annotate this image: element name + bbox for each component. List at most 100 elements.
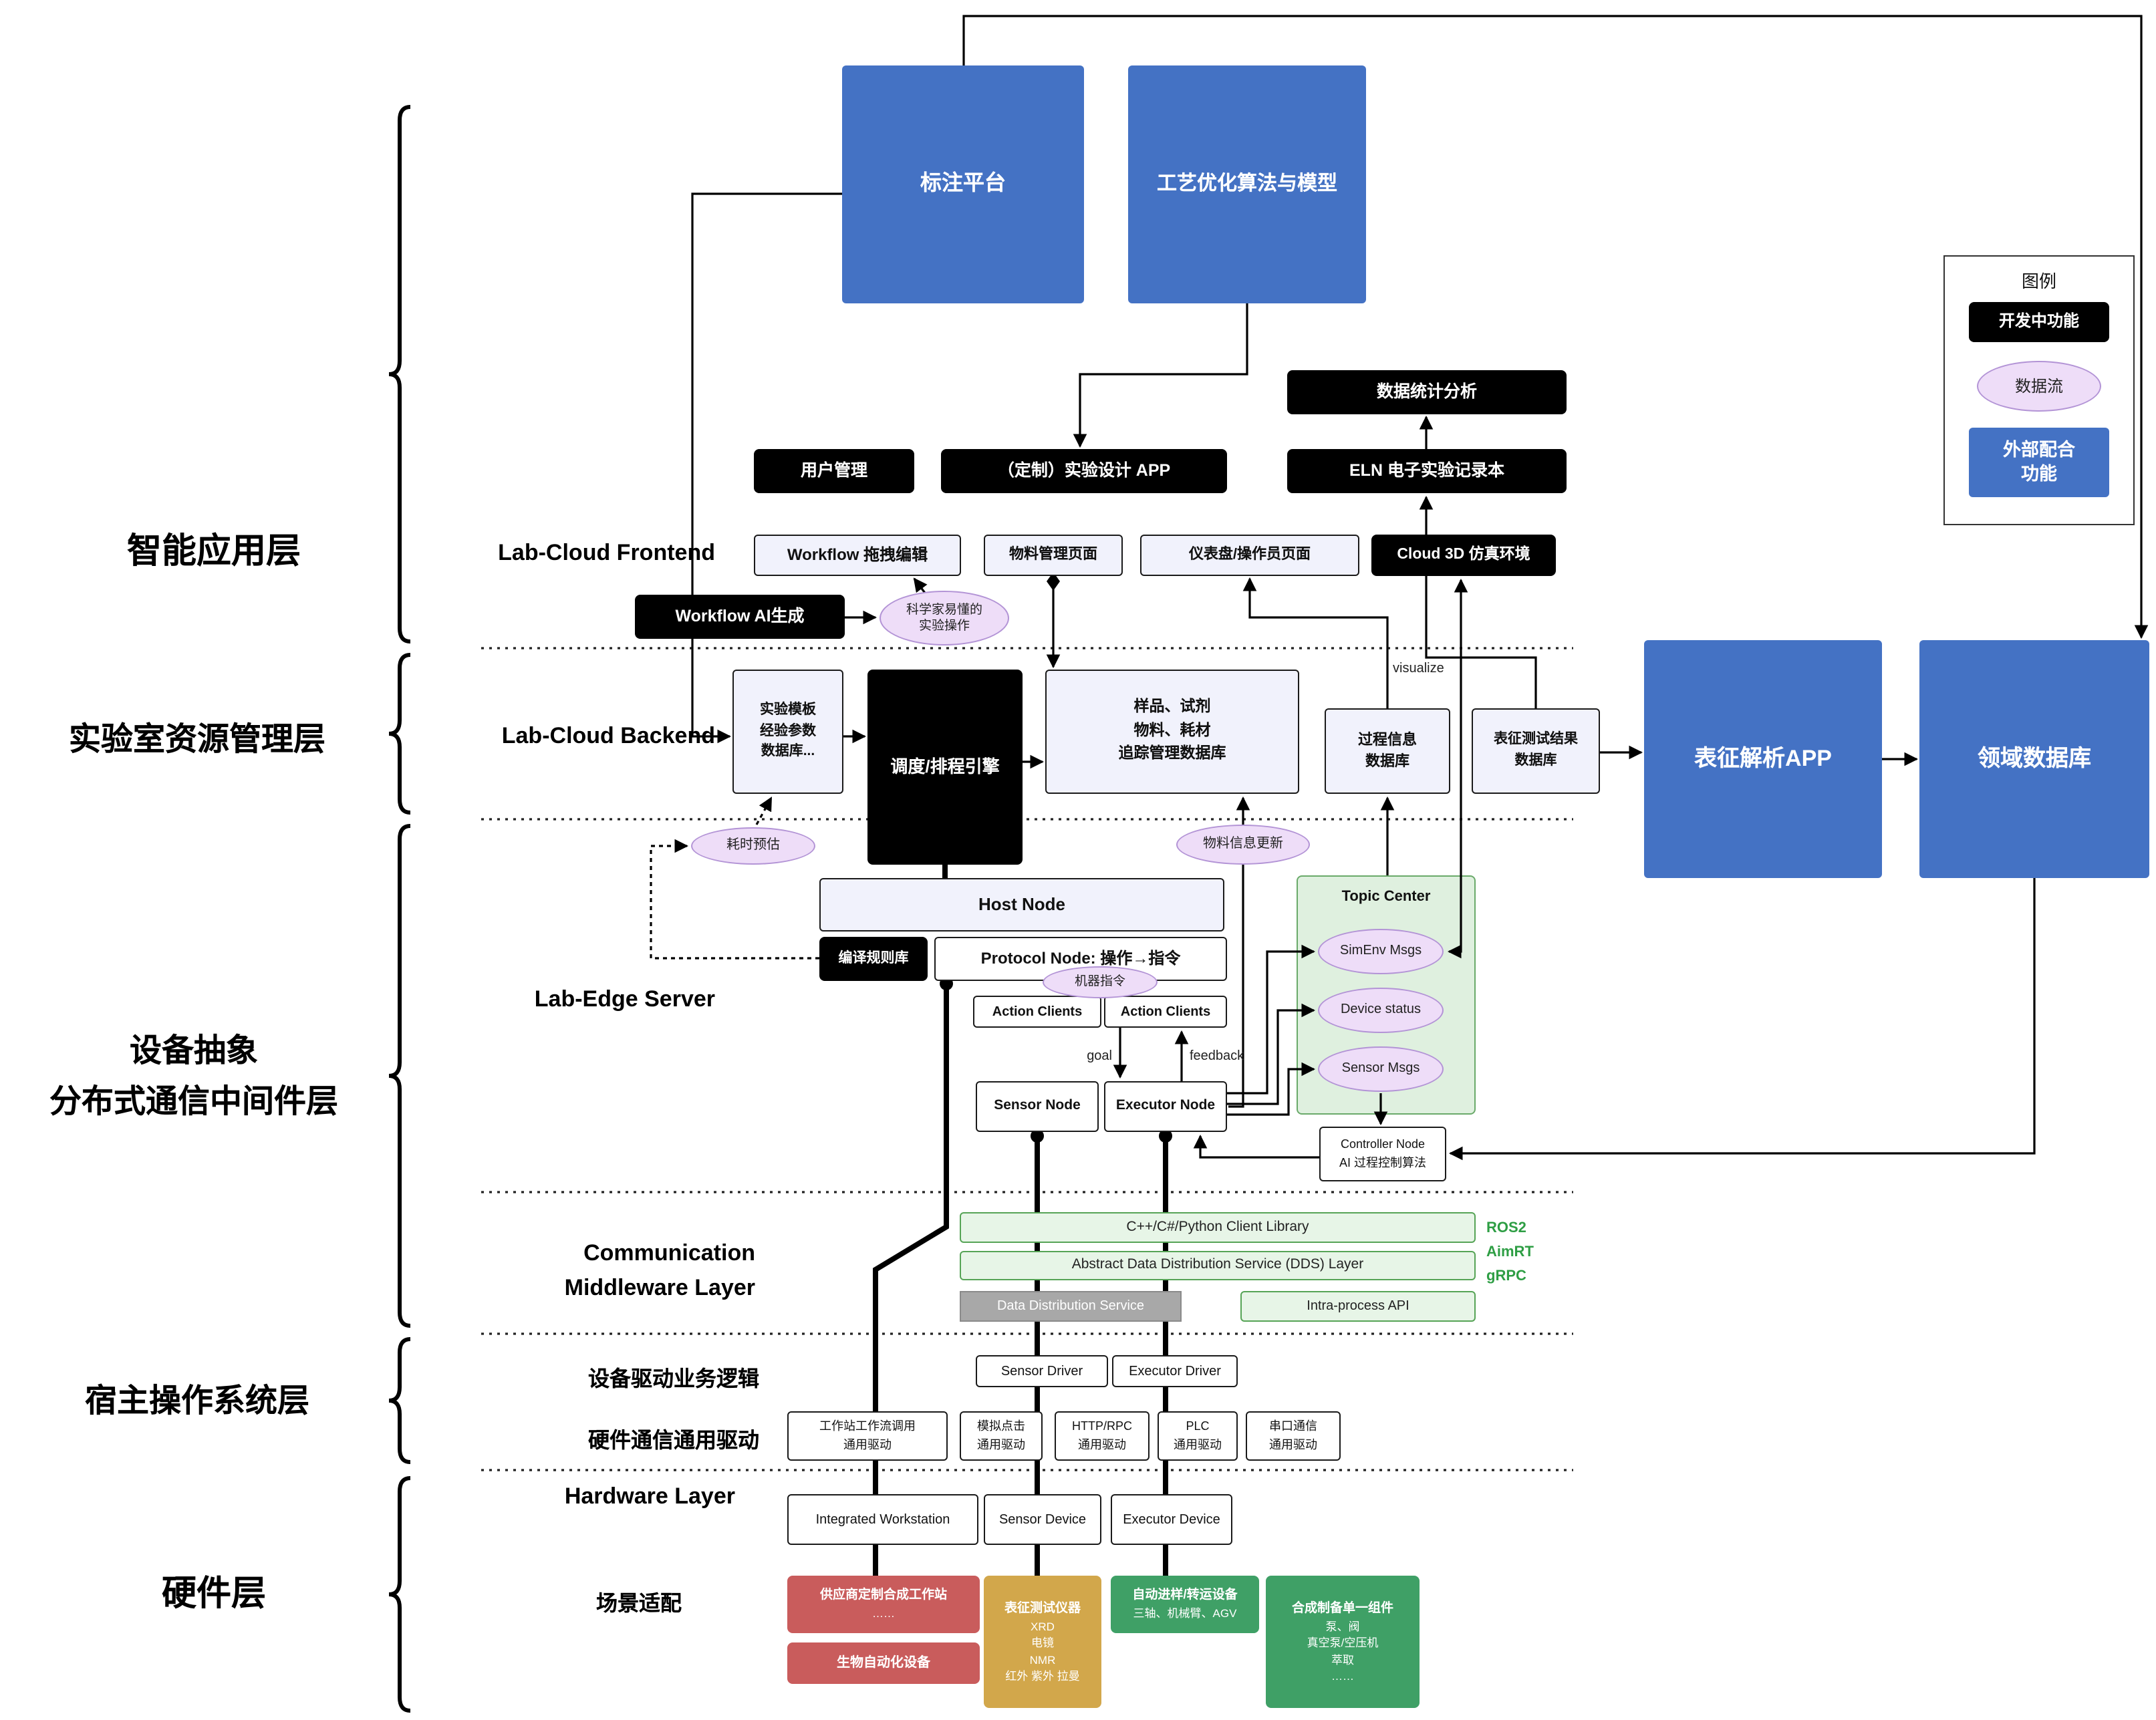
synth-item-pump: 泵、阀 <box>1325 1620 1360 1633</box>
scheduler-box: 调度/排程引擎 <box>867 670 1023 865</box>
sample-db-line2: 物料、耗材 <box>1133 722 1211 739</box>
section-label-comm-line1: Communication <box>583 1240 755 1266</box>
domain-db-box: 领域数据库 <box>1919 640 2149 878</box>
section-label-hardware: Hardware Layer <box>564 1483 735 1509</box>
vendor-workstation-sub: …… <box>872 1606 895 1620</box>
intra-api-box: Intra-process API <box>1240 1291 1476 1322</box>
scheduler-label: 调度/排程引擎 <box>890 756 1000 776</box>
scientist-ops-line2: 实验操作 <box>918 618 970 633</box>
legend-dataflow-label: 数据流 <box>2014 376 2063 395</box>
grpc-label: gRPC <box>1486 1268 1526 1284</box>
executor-driver-box: Executor Driver <box>1112 1355 1238 1387</box>
user-mgmt-box: 用户管理 <box>754 449 914 493</box>
legend-external-line1: 外部配合 <box>2003 440 2075 460</box>
plc-driver-box: PLC 通用驱动 <box>1158 1411 1238 1461</box>
transfer-device-box: 自动进样/转运设备 三轴、机械臂、AGV <box>1111 1576 1259 1633</box>
charact-instrument-box: 表征测试仪器 XRD 电镜 NMR 红外 紫外 拉曼 <box>984 1576 1101 1708</box>
custom-app-label: （定制）实验设计 APP <box>997 461 1171 480</box>
synth-item-more: …… <box>1331 1669 1354 1683</box>
dds-layer-label: Abstract Data Distribution Service (DDS)… <box>1071 1256 1364 1273</box>
vendor-workstation-title: 供应商定制合成工作站 <box>819 1588 947 1603</box>
domain-db-label: 领域数据库 <box>1978 745 2091 771</box>
legend-developing-label: 开发中功能 <box>1998 311 2079 331</box>
cloud3d-label: Cloud 3D 仿真环境 <box>1397 547 1530 563</box>
topic-center-title: Topic Center <box>1341 889 1431 905</box>
time-estimate-ellipse: 耗时预估 <box>691 827 815 865</box>
charact-db-line1: 表征测试结果 <box>1494 731 1578 748</box>
layer-label-app: 智能应用层 <box>126 531 301 571</box>
legend-title: 图例 <box>2021 271 2056 291</box>
material-update-label: 物料信息更新 <box>1203 836 1283 851</box>
workflow-edit-label: Workflow 拖拽编辑 <box>787 545 928 564</box>
template-db-line3: 数据库... <box>761 743 815 760</box>
legend-developing-box: 开发中功能 <box>1969 302 2109 342</box>
layer-label-resource: 实验室资源管理层 <box>69 722 325 758</box>
workstation-driver-line1: 工作站工作流调用 <box>819 1419 916 1433</box>
dds-label: Data Distribution Service <box>996 1299 1145 1314</box>
brace-middleware-layer <box>388 824 411 1328</box>
simenv-msgs-label: SimEnv Msgs <box>1339 943 1422 958</box>
click-driver-box: 模拟点击 通用驱动 <box>960 1411 1043 1461</box>
http-driver-line1: HTTP/RPC <box>1072 1419 1132 1433</box>
goal-label: goal <box>1087 1049 1112 1064</box>
process-db-box: 过程信息 数据库 <box>1325 708 1450 794</box>
sensor-node-box: Sensor Node <box>976 1081 1099 1132</box>
serial-driver-box: 串口通信 通用驱动 <box>1246 1411 1341 1461</box>
compile-rules-label: 编译规则库 <box>838 950 909 966</box>
template-db-line1: 实验模板 <box>760 701 816 718</box>
dashboard-page-box: 仪表盘/操作员页面 <box>1140 535 1359 576</box>
brace-hardware-layer <box>388 1476 411 1713</box>
process-db-line2: 数据库 <box>1365 754 1409 770</box>
serial-driver-line2: 通用驱动 <box>1268 1437 1317 1451</box>
vendor-workstation-box: 供应商定制合成工作站 …… <box>787 1576 980 1633</box>
executor-device-label: Executor Device <box>1123 1512 1220 1527</box>
time-estimate-label: 耗时预估 <box>726 837 780 853</box>
cloud3d-box: Cloud 3D 仿真环境 <box>1371 535 1556 576</box>
client-lib-box: C++/C#/Python Client Library <box>960 1212 1476 1243</box>
annotation-platform-label: 标注平台 <box>920 172 1006 195</box>
charact-item-xrd: XRD <box>1031 1620 1055 1633</box>
synth-item-vacuum: 真空泵/空压机 <box>1307 1636 1379 1650</box>
custom-app-box: （定制）实验设计 APP <box>941 449 1227 493</box>
workstation-driver-line2: 通用驱动 <box>843 1437 892 1451</box>
synth-item-extract: 萃取 <box>1331 1653 1354 1667</box>
section-label-edge: Lab-Edge Server <box>534 986 715 1012</box>
sensor-device-label: Sensor Device <box>998 1512 1087 1527</box>
process-optimization-box: 工艺优化算法与模型 <box>1128 65 1366 303</box>
sensor-driver-box: Sensor Driver <box>976 1355 1108 1387</box>
action-clients-left-label: Action Clients <box>992 1004 1083 1019</box>
charact-instrument-title: 表征测试仪器 <box>1004 1600 1081 1616</box>
charact-item-nmr: NMR <box>1029 1653 1056 1667</box>
click-driver-line1: 模拟点击 <box>976 1419 1025 1433</box>
charact-app-box: 表征解析APP <box>1644 640 1882 878</box>
controller-node-line2: AI 过程控制算法 <box>1339 1155 1426 1169</box>
bio-auto-label: 生物自动化设备 <box>837 1656 930 1671</box>
legend-external-line2: 功能 <box>2021 464 2057 484</box>
http-driver-box: HTTP/RPC 通用驱动 <box>1055 1411 1150 1461</box>
material-page-label: 物料管理页面 <box>1009 547 1097 563</box>
section-label-scenario: 场景适配 <box>595 1593 682 1616</box>
section-label-comm: Communication Middleware Layer <box>454 1236 755 1306</box>
sample-db-line3: 追踪管理数据库 <box>1118 746 1226 762</box>
layer-label-middleware: 设备抽象 分布式通信中间件层 <box>13 1026 374 1129</box>
visualize-label: visualize <box>1393 662 1444 676</box>
template-db-line2: 经验参数 <box>760 722 816 739</box>
client-lib-label: C++/C#/Python Client Library <box>1126 1218 1309 1235</box>
charact-db-line2: 数据库 <box>1514 752 1557 768</box>
serial-driver-line1: 串口通信 <box>1268 1419 1317 1433</box>
device-status-label: Device status <box>1340 1002 1422 1017</box>
integrated-workstation-label: Integrated Workstation <box>815 1512 950 1527</box>
sensor-device-box: Sensor Device <box>984 1494 1101 1545</box>
charact-item-sem: 电镜 <box>1031 1636 1054 1650</box>
controller-node-box: Controller Node AI 过程控制算法 <box>1319 1127 1446 1181</box>
eln-label: ELN 电子实验记录本 <box>1349 461 1504 480</box>
compile-rules-box: 编译规则库 <box>819 937 928 981</box>
sensor-node-label: Sensor Node <box>994 1097 1081 1114</box>
click-driver-line2: 通用驱动 <box>976 1437 1025 1451</box>
dashboard-page-label: 仪表盘/操作员页面 <box>1188 547 1311 563</box>
sensor-msgs-label: Sensor Msgs <box>1341 1060 1420 1076</box>
material-update-ellipse: 物料信息更新 <box>1176 825 1310 865</box>
workflow-ai-box: Workflow AI生成 <box>635 595 845 639</box>
synth-component-box: 合成制备单一组件 泵、阀 真空泵/空压机 萃取 …… <box>1266 1576 1420 1708</box>
